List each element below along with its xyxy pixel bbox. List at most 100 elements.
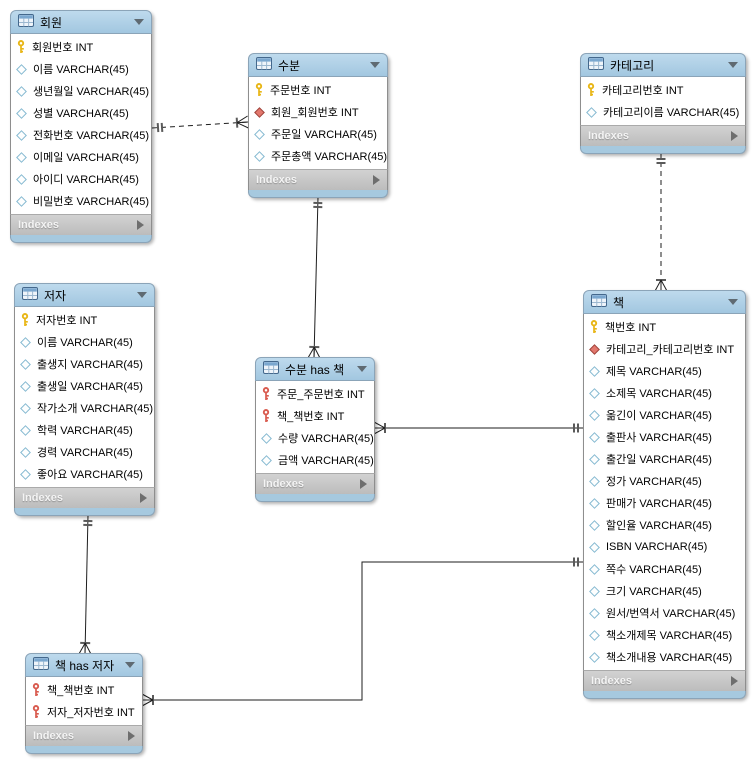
- column-row[interactable]: 할인율 VARCHAR(45): [584, 514, 745, 536]
- nullable-column-icon: [589, 409, 600, 421]
- column-row[interactable]: 이름 VARCHAR(45): [15, 331, 154, 353]
- column-label: 출생지 VARCHAR(45): [37, 359, 143, 371]
- relationship-category-book[interactable]: [654, 153, 668, 292]
- column-row[interactable]: 옮긴이 VARCHAR(45): [584, 404, 745, 426]
- column-row[interactable]: 경력 VARCHAR(45): [15, 441, 154, 463]
- collapse-chevron-down-icon[interactable]: [728, 62, 738, 68]
- column-label: 책소개제목 VARCHAR(45): [606, 630, 733, 642]
- column-row[interactable]: 이름 VARCHAR(45): [11, 58, 151, 80]
- nullable-column-icon: [261, 432, 272, 444]
- column-row[interactable]: 저자_저자번호 INT: [26, 701, 142, 723]
- expand-arrow-right-icon[interactable]: [140, 493, 147, 503]
- indexes-bar[interactable]: Indexes: [10, 214, 152, 235]
- column-row[interactable]: 주문총액 VARCHAR(45): [249, 145, 387, 167]
- relationship-order-orderhasbook[interactable]: [307, 196, 323, 359]
- column-row[interactable]: 카테고리번호 INT: [581, 79, 745, 101]
- column-row[interactable]: 쪽수 VARCHAR(45): [584, 558, 745, 580]
- indexes-bar[interactable]: Indexes: [14, 487, 155, 508]
- column-label: 주문번호 INT: [270, 85, 332, 97]
- column-row[interactable]: 출생일 VARCHAR(45): [15, 375, 154, 397]
- expand-arrow-right-icon[interactable]: [128, 731, 135, 741]
- relationship-bookhasauthor-book[interactable]: [141, 557, 584, 707]
- column-row[interactable]: 정가 VARCHAR(45): [584, 470, 745, 492]
- column-label: 주문_주문번호 INT: [277, 389, 365, 401]
- column-row[interactable]: 학력 VARCHAR(45): [15, 419, 154, 441]
- primary-key-icon: [20, 313, 30, 327]
- table-header[interactable]: 책 has 저자: [25, 653, 143, 677]
- indexes-bar[interactable]: Indexes: [583, 670, 746, 691]
- relationship-author-bookhasauthor[interactable]: [78, 514, 93, 655]
- column-row[interactable]: 카테고리_카테고리번호 INT: [584, 338, 745, 360]
- column-label: ISBN VARCHAR(45): [606, 541, 708, 553]
- column-row[interactable]: 책_책번호 INT: [256, 405, 374, 427]
- column-row[interactable]: 작가소개 VARCHAR(45): [15, 397, 154, 419]
- table-title: 수분: [278, 58, 301, 73]
- column-row[interactable]: 소제목 VARCHAR(45): [584, 382, 745, 404]
- primary-key-icon: [589, 320, 599, 334]
- collapse-chevron-down-icon[interactable]: [125, 662, 135, 668]
- column-row[interactable]: 원서/번역서 VARCHAR(45): [584, 602, 745, 624]
- column-row[interactable]: 책소개제목 VARCHAR(45): [584, 624, 745, 646]
- collapse-chevron-down-icon[interactable]: [134, 19, 144, 25]
- table-header[interactable]: 책: [583, 290, 746, 314]
- column-row[interactable]: ISBN VARCHAR(45): [584, 536, 745, 558]
- column-row[interactable]: 판매가 VARCHAR(45): [584, 492, 745, 514]
- indexes-bar[interactable]: Indexes: [248, 169, 388, 190]
- column-row[interactable]: 전화번호 VARCHAR(45): [11, 124, 151, 146]
- column-row[interactable]: 카테고리이름 VARCHAR(45): [581, 101, 745, 123]
- expand-arrow-right-icon[interactable]: [731, 131, 738, 141]
- column-label: 회원번호 INT: [32, 42, 94, 54]
- table-header[interactable]: 회원: [10, 10, 152, 34]
- column-row[interactable]: 수량 VARCHAR(45): [256, 427, 374, 449]
- column-row[interactable]: 출생지 VARCHAR(45): [15, 353, 154, 375]
- column-row[interactable]: 책소개내용 VARCHAR(45): [584, 646, 745, 668]
- column-row[interactable]: 출판사 VARCHAR(45): [584, 426, 745, 448]
- indexes-bar[interactable]: Indexes: [580, 125, 746, 146]
- column-row[interactable]: 출간일 VARCHAR(45): [584, 448, 745, 470]
- column-row[interactable]: 금액 VARCHAR(45): [256, 449, 374, 471]
- column-row[interactable]: 좋아요 VARCHAR(45): [15, 463, 154, 485]
- collapse-chevron-down-icon[interactable]: [137, 292, 147, 298]
- table-header[interactable]: 수분: [248, 53, 388, 77]
- table-header[interactable]: 수분 has 책: [255, 357, 375, 381]
- nullable-column-icon: [16, 195, 27, 207]
- table-header[interactable]: 저자: [14, 283, 155, 307]
- column-row[interactable]: 회원번호 INT: [11, 36, 151, 58]
- collapse-chevron-down-icon[interactable]: [728, 299, 738, 305]
- relationship-member-order[interactable]: [151, 115, 249, 133]
- column-row[interactable]: 생년월일 VARCHAR(45): [11, 80, 151, 102]
- column-row[interactable]: 주문_주문번호 INT: [256, 383, 374, 405]
- column-row[interactable]: 저자번호 INT: [15, 309, 154, 331]
- column-row[interactable]: 크기 VARCHAR(45): [584, 580, 745, 602]
- column-row[interactable]: 이메일 VARCHAR(45): [11, 146, 151, 168]
- column-row[interactable]: 주문번호 INT: [249, 79, 387, 101]
- indexes-bar[interactable]: Indexes: [25, 725, 143, 746]
- relationship-orderhasbook-book[interactable]: [373, 421, 584, 435]
- collapse-chevron-down-icon[interactable]: [370, 62, 380, 68]
- expand-arrow-right-icon[interactable]: [731, 676, 738, 686]
- column-row[interactable]: 회원_회원번호 INT: [249, 101, 387, 123]
- column-row[interactable]: 제목 VARCHAR(45): [584, 360, 745, 382]
- column-row[interactable]: 아이디 VARCHAR(45): [11, 168, 151, 190]
- column-row[interactable]: 책_책번호 INT: [26, 679, 142, 701]
- column-row[interactable]: 성별 VARCHAR(45): [11, 102, 151, 124]
- column-row[interactable]: 책번호 INT: [584, 316, 745, 338]
- collapse-chevron-down-icon[interactable]: [357, 366, 367, 372]
- expand-arrow-right-icon[interactable]: [373, 175, 380, 185]
- column-row[interactable]: 주문일 VARCHAR(45): [249, 123, 387, 145]
- column-row[interactable]: 비밀번호 VARCHAR(45): [11, 190, 151, 212]
- table-header[interactable]: 카테고리: [580, 53, 746, 77]
- column-label: 카테고리번호 INT: [602, 85, 684, 97]
- indexes-bar[interactable]: Indexes: [255, 473, 375, 494]
- expand-arrow-right-icon[interactable]: [137, 220, 144, 230]
- expand-arrow-right-icon[interactable]: [360, 479, 367, 489]
- column-label: 출생일 VARCHAR(45): [37, 381, 143, 393]
